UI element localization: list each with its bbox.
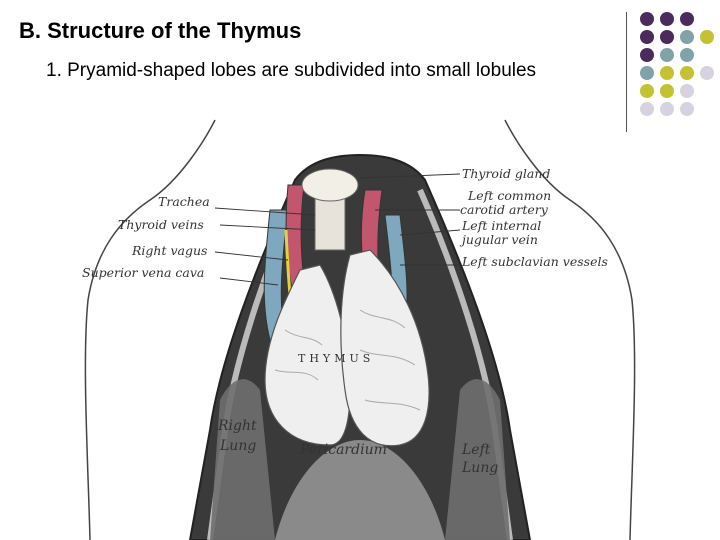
dot	[660, 84, 674, 98]
label-thyroid-veins: Thyroid veins	[118, 217, 204, 232]
dot	[660, 30, 674, 44]
dot	[680, 102, 694, 116]
dot	[700, 66, 714, 80]
label-left: Left	[461, 442, 491, 458]
label-superior-vena-cava: Superior vena cava	[82, 265, 204, 280]
thyroid-gland	[301, 168, 359, 202]
label-left-internal: Left internal	[461, 218, 541, 233]
dot	[680, 12, 694, 26]
label-thymus: THYMUS	[298, 352, 374, 365]
trachea	[314, 194, 346, 251]
label-thyroid-gland: Thyroid gland	[462, 166, 550, 181]
label-left-common: Left common	[467, 188, 551, 203]
thymus-lobule-lines	[274, 309, 421, 411]
label-left-lung: Lung	[461, 460, 498, 476]
decorative-divider	[626, 12, 627, 132]
decorative-dot-grid	[640, 12, 720, 132]
left-lung	[445, 379, 510, 540]
label-right-lung: Lung	[219, 438, 256, 454]
dot	[680, 30, 694, 44]
leader-lines	[214, 173, 461, 286]
dot	[660, 12, 674, 26]
dot	[640, 48, 654, 62]
label-trachea: Trachea	[158, 194, 210, 209]
dot	[640, 12, 654, 26]
dot	[680, 48, 694, 62]
slide-bullet: 1. Pryamid-shaped lobes are subdivided i…	[46, 60, 537, 81]
dot	[660, 102, 674, 116]
dot	[640, 102, 654, 116]
dot	[660, 48, 674, 62]
dot	[640, 30, 654, 44]
thymus-anatomy-illustration: Thyroid gland Left common carotid artery…	[82, 119, 636, 540]
label-right: Right	[217, 418, 257, 434]
dot	[640, 84, 654, 98]
torso-outline	[84, 119, 636, 540]
label-right-vagus: Right vagus	[131, 243, 207, 258]
dot	[680, 84, 694, 98]
pericardium	[275, 440, 445, 540]
dot	[640, 66, 654, 80]
slide-title: B. Structure of the Thymus	[19, 18, 302, 43]
dot	[700, 30, 714, 44]
right-lung	[210, 379, 275, 540]
label-pericardium: Pericardium	[299, 442, 387, 458]
thymus-left-lobe	[340, 249, 430, 447]
label-carotid-artery: carotid artery	[460, 202, 549, 217]
dot	[680, 66, 694, 80]
label-jugular-vein: jugular vein	[459, 232, 538, 247]
dot	[660, 66, 674, 80]
label-left-subclavian: Left subclavian vessels	[461, 254, 608, 269]
